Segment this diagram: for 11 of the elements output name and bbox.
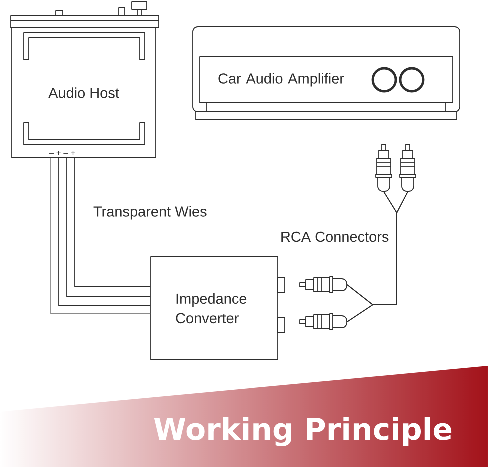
wire	[74, 158, 151, 288]
polarity-marks: – + – +	[49, 151, 76, 156]
rca-plug	[300, 314, 348, 330]
converter-box: Impedance Converter	[150, 256, 286, 360]
rca-plug	[400, 144, 416, 192]
amplifier-unit: Car Audio Amplifier	[192, 26, 460, 120]
rca-plug	[376, 144, 392, 192]
title: Working Principle	[154, 417, 452, 446]
rca-plug	[300, 276, 348, 294]
label: Transparent Wies	[94, 206, 207, 220]
label: RCA Connectors	[282, 232, 389, 242]
